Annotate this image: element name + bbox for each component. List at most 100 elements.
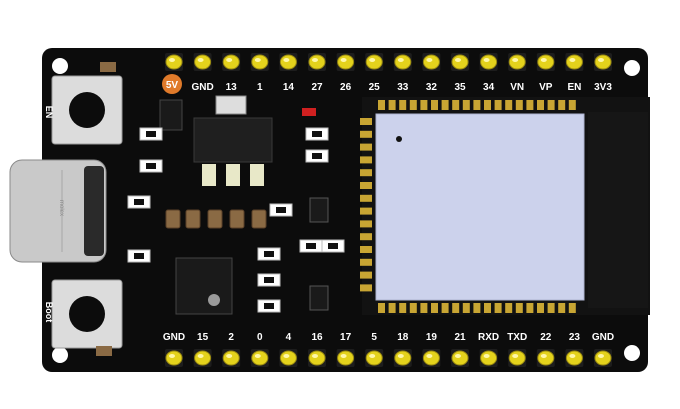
gold-header-pin-icon [165,350,183,366]
resistor-body [134,253,144,259]
module-pad [515,100,523,110]
module-pad [505,303,513,313]
module-pad [399,303,407,313]
en-button-cap[interactable] [69,92,105,128]
capacitor [207,209,223,229]
module-pad [360,207,372,215]
pin-highlight [340,354,347,358]
pin-label: 26 [340,82,352,93]
en-button[interactable] [51,75,123,145]
module-pad [360,118,372,125]
pin-highlight [512,354,519,358]
pin-highlight [455,58,461,62]
module-pad [360,194,372,202]
rf-shield-can [375,113,585,301]
usb-shell[interactable] [9,159,107,263]
usb-brand-label: molex [58,200,64,216]
pin-highlight [369,58,376,62]
module-pad [547,100,555,110]
module-pad [388,303,396,313]
pin-highlight [312,58,318,62]
capacitor [185,209,201,229]
pin-label: 0 [257,332,263,343]
module-pad [360,284,372,292]
module-pad [484,100,491,110]
pin-label: 27 [311,82,323,93]
top-pin-header [165,53,612,71]
resistor-body [264,303,274,309]
module-pad [505,100,513,110]
module-pad [360,258,372,266]
pin-label: VN [510,82,524,93]
gold-header-pin-icon [365,54,383,70]
pin-highlight [455,354,461,358]
gold-header-pin-icon [422,350,440,366]
boot-button-cap[interactable] [69,296,105,332]
gold-header-pin-icon [565,54,583,70]
module-pad [441,100,449,110]
module-pad [360,156,372,164]
pin-label: 3V3 [594,82,612,93]
gold-header-pin-icon [308,350,326,366]
module-pad [547,303,555,313]
pin-highlight [226,58,233,62]
pin-label: GND [163,332,185,343]
module-pad [515,303,523,313]
gold-header-pin-icon [222,54,240,70]
pin-highlight [569,354,576,358]
module-pad [462,100,470,110]
pin-label: 33 [397,82,409,93]
gold-header-pin-icon [337,350,355,366]
pin-highlight [340,58,347,62]
gold-header-pin-icon [279,350,297,366]
pin-label: 16 [311,332,323,343]
gold-header-pin-icon [422,54,440,70]
gold-header-pin-icon [394,350,412,366]
module-pad [360,182,372,189]
module-pad [388,100,396,110]
pin-label: 34 [483,82,495,93]
gold-header-pin-icon [308,54,326,70]
pin-highlight [540,58,547,62]
module-castellated-pads [360,100,576,313]
en-button-label: EN [44,106,54,119]
module-pad [558,100,566,110]
pin-label-5v: 5V [166,80,179,91]
resistor-body [312,153,322,159]
pin-label: GND [191,82,213,93]
module-pad [378,303,385,313]
resistor-body [312,131,322,137]
pin-highlight [569,58,576,62]
bottom-pin-header [165,349,612,367]
usb-c-connector[interactable] [9,159,107,263]
module-pad [420,100,428,110]
pin-highlight [426,58,433,62]
transistor [309,197,329,223]
transistor [309,285,329,311]
module-pad [537,100,544,110]
module-pad [431,303,438,313]
gold-header-pin-icon [565,350,583,366]
mounting-hole-icon [624,60,640,76]
pin-highlight [283,354,290,358]
module-pad [409,100,417,110]
resistor-body [328,243,338,249]
module-pad [452,303,460,313]
gold-header-pin-icon [279,54,297,70]
module-pad [473,100,481,110]
resistor-body [146,131,156,137]
pin-highlight [312,354,318,358]
module-pad [526,303,534,313]
pin-label: TXD [507,332,527,343]
pin-label: 17 [340,332,352,343]
module-pad [473,303,481,313]
module-pad [360,220,372,228]
gold-header-pin-icon [537,54,555,70]
module-pad [378,100,385,110]
pin-highlight [254,58,261,62]
boot-button[interactable] [51,279,123,349]
led [302,108,316,116]
capacitor [165,209,181,229]
